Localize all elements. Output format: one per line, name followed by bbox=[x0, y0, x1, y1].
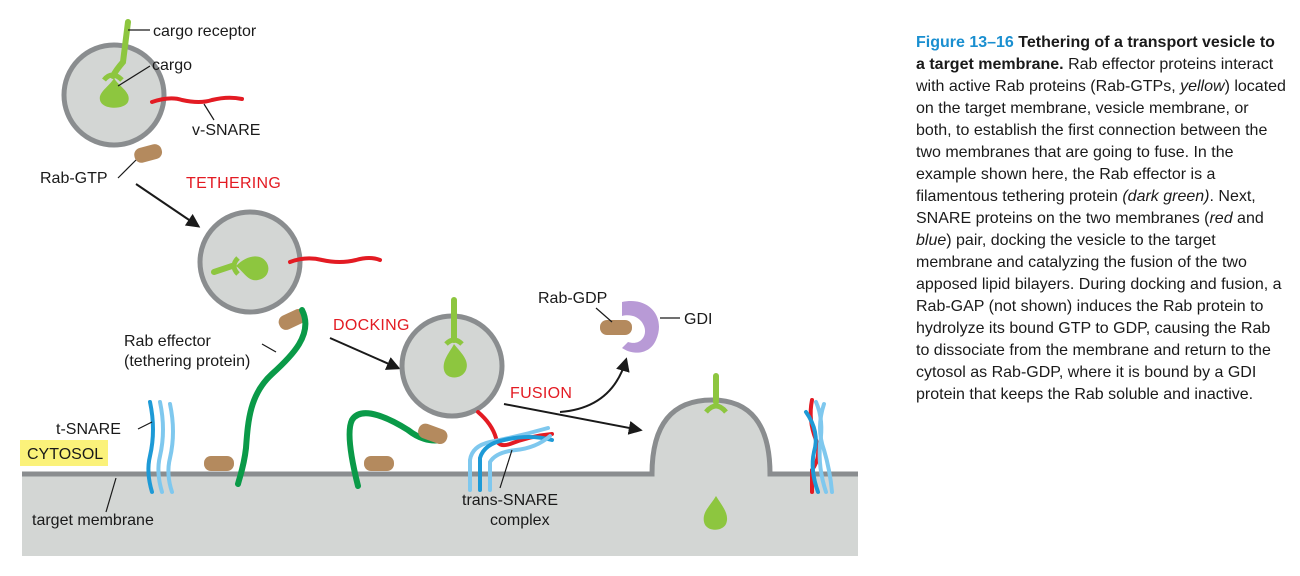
arrow-tethering bbox=[135, 183, 201, 228]
label-cargo-receptor: cargo receptor bbox=[153, 23, 257, 40]
caption-italic-dark-green: (dark green) bbox=[1122, 188, 1210, 205]
vesicle-docking bbox=[399, 297, 505, 445]
cargo bbox=[99, 78, 129, 108]
v-snare-1 bbox=[150, 95, 244, 104]
rab-membrane-1 bbox=[204, 456, 234, 471]
cargo-released bbox=[703, 496, 728, 530]
caption-italic-yellow: yellow bbox=[1180, 78, 1225, 95]
stage-fusion: FUSION bbox=[510, 385, 572, 402]
caption-text-and: and bbox=[1232, 210, 1264, 227]
caption-italic-blue: blue bbox=[916, 232, 947, 249]
caption-text-4: ) pair, docking the vesicle to the targe… bbox=[916, 232, 1282, 403]
label-target-membrane: target membrane bbox=[32, 512, 154, 529]
stage-docking: DOCKING bbox=[333, 317, 410, 334]
label-rab-effector-1: Rab effector bbox=[124, 333, 212, 350]
cargo-2 bbox=[236, 256, 269, 281]
t-snare-1 bbox=[146, 400, 175, 494]
target-membrane bbox=[22, 397, 858, 556]
cytosol-tag bbox=[20, 440, 108, 466]
arrow-docking bbox=[329, 337, 401, 370]
caption-text-3: . Next, SNARE proteins on the two membra… bbox=[916, 188, 1256, 227]
label-t-snare: t-SNARE bbox=[56, 421, 121, 438]
stage-tethering: TETHERING bbox=[186, 175, 281, 192]
rab-gtp-3 bbox=[418, 423, 448, 445]
cargo-3 bbox=[443, 344, 467, 378]
figure-title: Tethering of a transport vesicle to a ta… bbox=[916, 34, 1275, 73]
label-cargo: cargo bbox=[152, 57, 192, 74]
label-cytosol: CYTOSOL bbox=[27, 446, 103, 463]
cis-snare-complex bbox=[804, 398, 834, 494]
trans-snare-complex bbox=[468, 410, 554, 492]
membrane-line bbox=[22, 397, 858, 477]
label-rab-gdp: Rab-GDP bbox=[538, 290, 607, 307]
caption-text-2: ) located on the target membrane, vesicl… bbox=[916, 78, 1286, 205]
label-rab-effector-2: (tethering protein) bbox=[124, 353, 250, 370]
lumen-region bbox=[22, 400, 858, 556]
caption-text-1: Rab effector proteins interact with acti… bbox=[916, 56, 1274, 95]
vesicle-tethered bbox=[197, 209, 382, 330]
label-trans-snare-2: complex bbox=[490, 512, 550, 529]
rab-effector-tether bbox=[235, 307, 309, 487]
label-trans-snare-1: trans-SNARE bbox=[462, 492, 558, 509]
label-gdi: GDI bbox=[684, 311, 712, 328]
rab-gtp-2 bbox=[278, 309, 306, 330]
gdi bbox=[622, 300, 659, 353]
figure-number: Figure 13–16 bbox=[916, 34, 1014, 51]
vesicle-free bbox=[61, 19, 244, 163]
diagram: cargo receptor cargo v-SNARE Rab-GTP TET… bbox=[20, 19, 858, 556]
v-snare-2 bbox=[288, 256, 382, 264]
rab-gdp bbox=[600, 320, 632, 335]
figure-caption: Figure 13–16 Tethering of a transport ve… bbox=[916, 32, 1286, 406]
label-rab-gtp: Rab-GTP bbox=[40, 170, 108, 187]
rab-effector-tether-2 bbox=[346, 410, 443, 489]
rab-membrane-2 bbox=[364, 456, 394, 471]
label-v-snare: v-SNARE bbox=[192, 122, 260, 139]
arrow-fusion-right bbox=[503, 403, 643, 435]
rab-gtp-1 bbox=[134, 144, 163, 163]
arrow-fusion-up bbox=[559, 357, 630, 413]
caption-italic-red: red bbox=[1209, 210, 1233, 227]
